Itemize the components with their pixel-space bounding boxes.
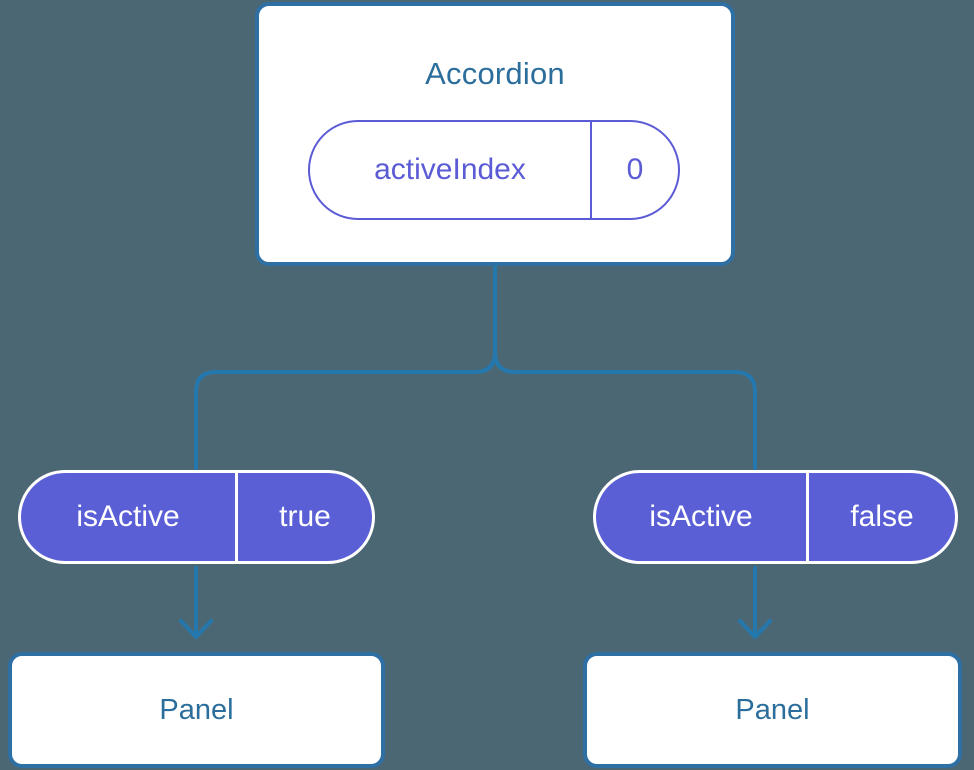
panel-title: Panel: [159, 694, 234, 726]
prop-pill-value: false: [806, 473, 955, 561]
prop-pill-value: true: [235, 473, 372, 561]
state-pill-active-index[interactable]: activeIndex 0: [308, 120, 680, 220]
panel-component-card-left[interactable]: Panel: [8, 652, 385, 768]
state-pill-key: activeIndex: [374, 153, 526, 186]
accordion-title: Accordion: [425, 56, 565, 91]
panel-title: Panel: [735, 694, 810, 726]
prop-pill-key: isActive: [76, 500, 180, 533]
panel-component-card-right[interactable]: Panel: [583, 652, 962, 768]
prop-pill-is-active-true[interactable]: isActive true: [18, 470, 375, 564]
prop-pill-is-active-false[interactable]: isActive false: [593, 470, 958, 564]
state-pill-value: 0: [590, 122, 678, 218]
prop-pill-key: isActive: [649, 500, 753, 533]
